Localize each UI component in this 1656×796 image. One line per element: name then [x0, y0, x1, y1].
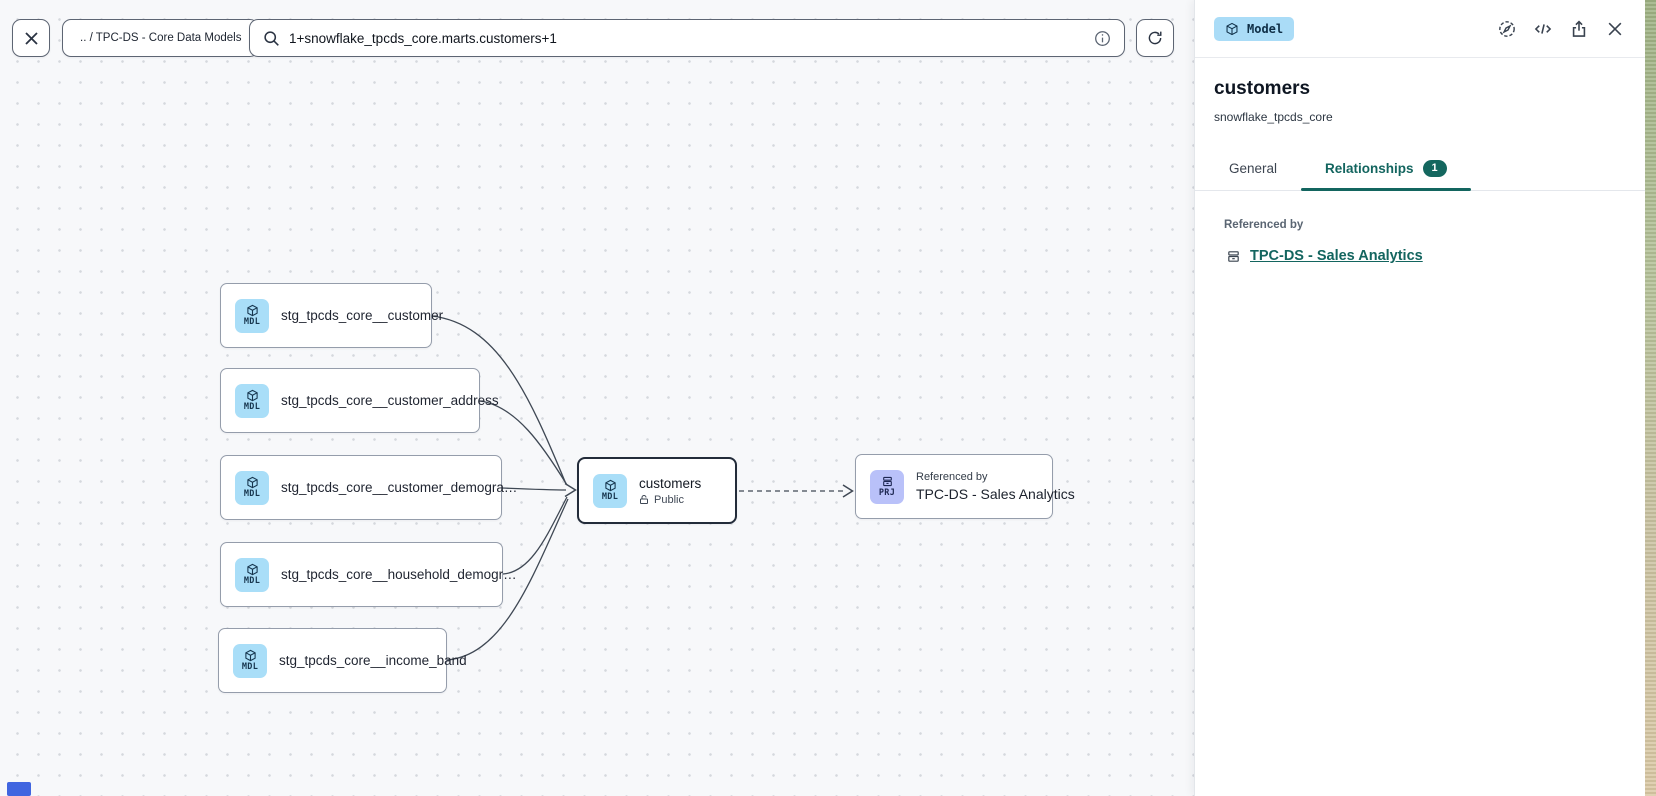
node-label: customers: [639, 475, 702, 491]
model-node-icon: MDL: [235, 557, 269, 592]
model-node-icon: MDL: [235, 383, 269, 418]
model-type-badge: Model: [1214, 16, 1295, 41]
view-code-button[interactable]: [1532, 18, 1553, 39]
project-drawer-icon: [1228, 250, 1239, 262]
project-node-icon: PRJ: [870, 469, 904, 504]
details-panel: Model customers snowflake_tpcds_core Gen…: [1194, 0, 1645, 796]
compass-icon: [1498, 20, 1515, 37]
viewport-indicator: [7, 782, 31, 796]
close-panel-button[interactable]: [1604, 18, 1625, 39]
node-stg-customer-demographics[interactable]: MDL stg_tpcds_core__customer_demogra…: [220, 455, 517, 520]
panel-tabs: General Relationships 1: [1195, 149, 1645, 191]
lineage-edges: [431, 315, 854, 661]
model-node-icon: MDL: [235, 298, 269, 333]
info-icon[interactable]: [1094, 30, 1111, 47]
refresh-icon: [1148, 31, 1162, 45]
referenced-by-heading: Referenced by: [1224, 219, 1304, 231]
node-kicker: Referenced by: [916, 471, 988, 483]
close-lineage-button[interactable]: [12, 19, 50, 57]
share-icon: [1572, 20, 1585, 37]
model-node-icon: MDL: [235, 470, 269, 505]
tab-relationships[interactable]: Relationships 1: [1301, 149, 1471, 191]
node-referenced-project[interactable]: PRJ Referenced by TPC-DS - Sales Analyti…: [855, 454, 1075, 519]
node-label: stg_tpcds_core__household_demogr…: [281, 567, 517, 582]
model-node-icon: MDL: [233, 643, 267, 678]
share-button[interactable]: [1568, 18, 1589, 39]
node-customers-selected[interactable]: MDL customers Public: [577, 457, 737, 524]
panel-actions: [1496, 18, 1625, 39]
screen-edge-sliver: [1645, 0, 1656, 796]
close-icon: [24, 31, 38, 45]
search-icon: [264, 30, 279, 46]
project-reference-link[interactable]: TPC-DS - Sales Analytics: [1250, 248, 1423, 264]
tab-general[interactable]: General: [1229, 161, 1278, 176]
explore-lineage-button[interactable]: [1496, 18, 1517, 39]
close-icon: [1608, 22, 1621, 35]
panel-header: Model: [1195, 0, 1645, 58]
reference-link-row: TPC-DS - Sales Analytics: [1226, 248, 1645, 264]
padlock-icon: [640, 495, 648, 504]
node-visibility: Public: [639, 494, 701, 506]
cube-icon: [1226, 22, 1238, 35]
relationships-count-badge: 1: [1422, 160, 1447, 177]
schema-subtitle: snowflake_tpcds_core: [1214, 110, 1333, 124]
node-label: stg_tpcds_core__customer: [281, 308, 444, 323]
model-node-icon: MDL: [593, 473, 627, 508]
node-label: TPC-DS - Sales Analytics: [916, 486, 1075, 502]
node-stg-customer[interactable]: MDL stg_tpcds_core__customer: [220, 283, 443, 348]
node-label: stg_tpcds_core__customer_demogra…: [281, 480, 518, 495]
search-input[interactable]: [289, 30, 1085, 46]
node-stg-income-band[interactable]: MDL stg_tpcds_core__income_band: [218, 628, 467, 693]
node-stg-household-demographics[interactable]: MDL stg_tpcds_core__household_demogr…: [220, 542, 517, 607]
page-title: customers: [1214, 78, 1311, 99]
node-label: stg_tpcds_core__customer_address: [281, 393, 499, 408]
node-label: stg_tpcds_core__income_band: [279, 653, 467, 668]
lineage-search: [249, 19, 1125, 57]
refresh-button[interactable]: [1136, 19, 1174, 57]
breadcrumb[interactable]: .. / TPC-DS - Core Data Models: [62, 19, 260, 57]
node-stg-customer-address[interactable]: MDL stg_tpcds_core__customer_address: [220, 368, 499, 433]
code-icon: [1534, 23, 1551, 34]
